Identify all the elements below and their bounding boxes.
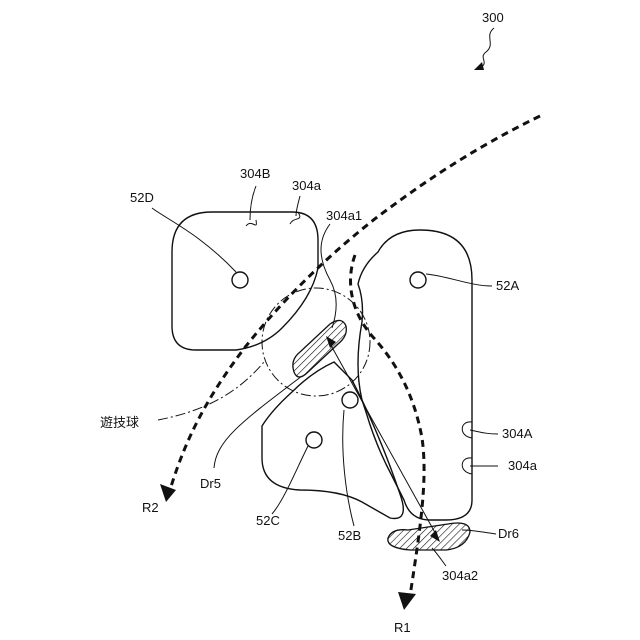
label-52B: 52B xyxy=(338,528,361,543)
label-304B: 304B xyxy=(240,166,270,181)
pivot-52D xyxy=(232,272,248,288)
label-R2: R2 xyxy=(142,500,159,515)
leader-52A xyxy=(426,274,492,286)
figure-number-arrowhead xyxy=(474,62,484,70)
notch-304B-top xyxy=(246,220,256,226)
label-52A: 52A xyxy=(496,278,519,293)
leader-304a1 xyxy=(321,224,336,328)
label-304a-right: 304a xyxy=(508,458,538,473)
label-52D: 52D xyxy=(130,190,154,205)
label-Dr5: Dr5 xyxy=(200,476,221,491)
figure-number-leader xyxy=(480,28,494,68)
figure-number-label: 300 xyxy=(482,10,504,25)
member-52D-body xyxy=(172,212,318,350)
leader-304a2 xyxy=(432,548,446,566)
pivot-52C xyxy=(306,432,322,448)
leader-304B xyxy=(250,186,256,220)
notch-304a-top xyxy=(290,212,300,224)
route-R1-arrowhead xyxy=(398,592,416,610)
contact-304a1 xyxy=(293,320,346,377)
label-game-ball: 遊技球 xyxy=(100,415,139,430)
leader-game-ball xyxy=(158,362,264,420)
label-R1: R1 xyxy=(394,620,411,635)
leader-Dr5 xyxy=(214,376,302,468)
distance-line xyxy=(328,340,438,538)
label-304a-top: 304a xyxy=(292,178,322,193)
label-304A: 304A xyxy=(502,426,533,441)
pivot-52A xyxy=(410,272,426,288)
leader-304A xyxy=(470,430,498,434)
leader-52C xyxy=(272,446,308,514)
member-52C-body xyxy=(262,362,403,519)
label-304a1: 304a1 xyxy=(326,208,362,223)
member-52A-body xyxy=(358,230,472,520)
contact-304a2 xyxy=(388,523,470,550)
leader-52D xyxy=(152,208,236,272)
pivot-52B xyxy=(342,392,358,408)
leader-52B xyxy=(343,410,354,526)
label-304a2: 304a2 xyxy=(442,568,478,583)
label-52C: 52C xyxy=(256,513,280,528)
label-Dr6: Dr6 xyxy=(498,526,519,541)
route-R2-arrowhead xyxy=(160,484,176,502)
